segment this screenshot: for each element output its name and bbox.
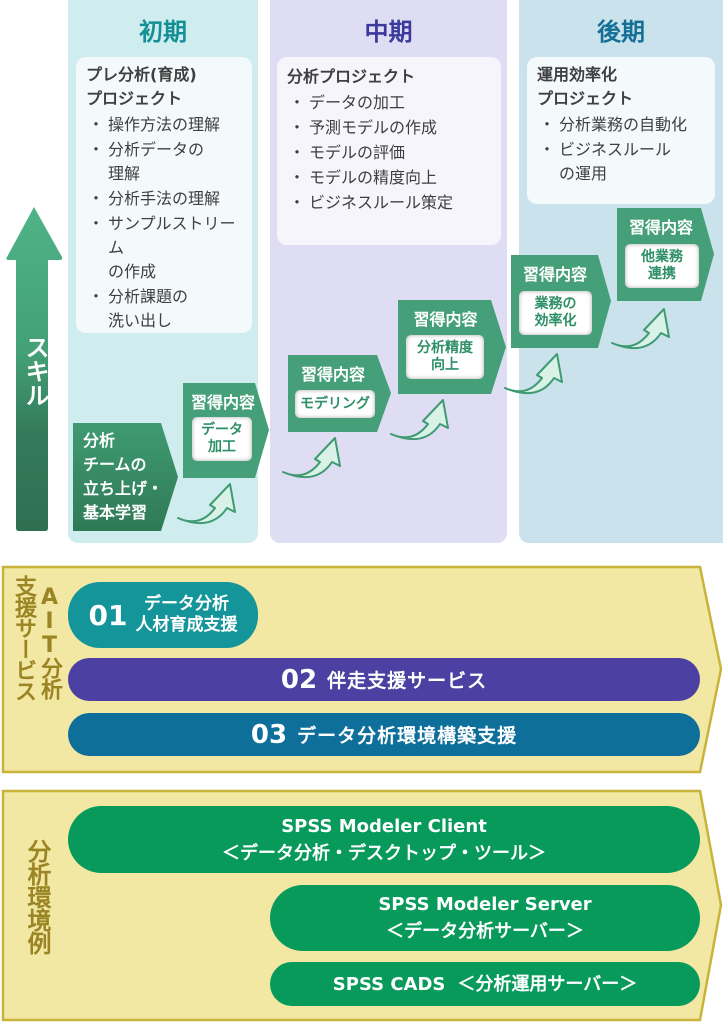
project-box: プレ分析(育成) プロジェクト 操作方法の理解 分析データの 理解 分析手法の理…: [76, 57, 252, 333]
project-items: 分析業務の自動化 ビジネスルール の運用: [537, 113, 705, 186]
service-02-accompany-support[interactable]: 02 伴走支援サービス: [68, 658, 700, 701]
step-content: 分析精度 向上: [406, 335, 484, 379]
phase-title: 後期: [597, 18, 645, 46]
product-name: SPSS CADS: [332, 973, 446, 995]
project-title: プレ分析(育成) プロジェクト: [86, 65, 197, 108]
project-item: ビジネスルール策定: [287, 191, 491, 215]
learning-step-4: 習得内容 業務の 効率化: [511, 255, 611, 348]
project-item: 操作方法の理解: [86, 113, 242, 137]
learning-step-3: 習得内容 分析精度 向上: [398, 300, 506, 394]
project-item: 分析手法の理解: [86, 187, 242, 211]
ait-label-second: 支援サービス: [11, 575, 36, 701]
curved-arrow-icon: [282, 437, 341, 479]
pentagon-shape: [73, 423, 178, 531]
environment-label: 分析環境例: [23, 839, 51, 954]
learning-step-2: 習得内容 モデリング: [288, 355, 391, 432]
service-label: 伴走支援サービス: [327, 670, 488, 692]
step-content: 他業務 連携: [625, 244, 699, 288]
phase-middle: 中期 分析プロジェクト データの加工 予測モデルの作成 モデルの評価 モデルの精…: [270, 0, 507, 543]
project-item: 分析データの 理解: [86, 138, 242, 186]
product-name: SPSS Modeler Client: [281, 815, 487, 837]
step-heading: 習得内容: [300, 365, 365, 384]
project-item: 分析業務の自動化: [537, 113, 705, 137]
service-label: データ分析 人材育成支援: [135, 594, 238, 635]
step-content: 業務の 効率化: [519, 291, 592, 335]
phase-title: 初期: [139, 18, 187, 46]
step-content: モデリング: [295, 390, 375, 418]
step-content: データ 加工: [192, 417, 252, 461]
project-items: 操作方法の理解 分析データの 理解 分析手法の理解 サンプルストリーム の作成 …: [86, 113, 242, 333]
product-description: ＜データ分析・デスクトップ・ツール＞: [222, 842, 546, 864]
phase-title: 中期: [364, 18, 413, 46]
product-spss-modeler-server[interactable]: SPSS Modeler Server ＜データ分析サーバー＞: [270, 885, 700, 951]
product-spss-modeler-client[interactable]: SPSS Modeler Client ＜データ分析・デスクトップ・ツール＞: [68, 806, 700, 873]
project-item: モデルの評価: [287, 141, 491, 165]
learning-step-5: 習得内容 他業務 連携: [617, 208, 714, 301]
service-number: 01: [88, 598, 128, 632]
service-label: データ分析環境構築支援: [297, 725, 518, 747]
project-item: 予測モデルの作成: [287, 116, 491, 140]
project-title: 運用効率化 プロジェクト: [537, 65, 634, 108]
step-heading: 習得内容: [628, 218, 693, 237]
service-03-environment-build[interactable]: 03 データ分析環境構築支援: [68, 713, 700, 756]
project-item: モデルの精度向上: [287, 166, 491, 190]
project-item: サンプルストリーム の作成: [86, 212, 242, 284]
project-item: 分析課題の 洗い出し: [86, 285, 242, 333]
product-description: ＜データ分析サーバー＞: [386, 921, 584, 942]
curved-arrow-icon: [611, 308, 670, 350]
service-number: 02: [280, 664, 318, 695]
skill-label: スキル: [21, 335, 49, 407]
project-box: 分析プロジェクト データの加工 予測モデルの作成 モデルの評価 モデルの精度向上…: [277, 57, 501, 245]
project-items: データの加工 予測モデルの作成 モデルの評価 モデルの精度向上 ビジネスルール策…: [287, 91, 491, 215]
skill-up-arrow-icon: [6, 207, 63, 531]
phase-early: 初期 プレ分析(育成) プロジェクト 操作方法の理解 分析データの 理解 分析手…: [68, 0, 258, 543]
product-spss-cads[interactable]: SPSS CADS ＜分析運用サーバー＞: [270, 962, 700, 1006]
product-name: SPSS Modeler Server: [378, 894, 592, 915]
project-box: 運用効率化 プロジェクト 分析業務の自動化 ビジネスルール の運用: [527, 57, 715, 204]
learning-step-1: 習得内容 データ 加工: [183, 383, 269, 478]
step-heading: 習得内容: [522, 265, 587, 284]
curved-arrow-icon: [390, 399, 449, 441]
start-step-label: 分析 チームの 立ち上げ・ 基本学習: [83, 431, 164, 522]
service-01-data-analyst-training[interactable]: 01 データ分析 人材育成支援: [68, 582, 258, 648]
product-description: ＜分析運用サーバー＞: [457, 973, 638, 995]
step-heading: 習得内容: [190, 393, 255, 412]
step-heading: 習得内容: [413, 310, 478, 329]
curved-arrow-icon: [177, 483, 236, 525]
ait-label-first: AIT分析: [37, 585, 62, 699]
service-number: 03: [250, 719, 288, 750]
curved-arrow-icon: [504, 353, 563, 395]
start-step: 分析 チームの 立ち上げ・ 基本学習: [73, 423, 179, 531]
project-item: ビジネスルール の運用: [537, 138, 705, 186]
project-item: データの加工: [287, 91, 491, 115]
project-title: 分析プロジェクト: [287, 67, 416, 86]
